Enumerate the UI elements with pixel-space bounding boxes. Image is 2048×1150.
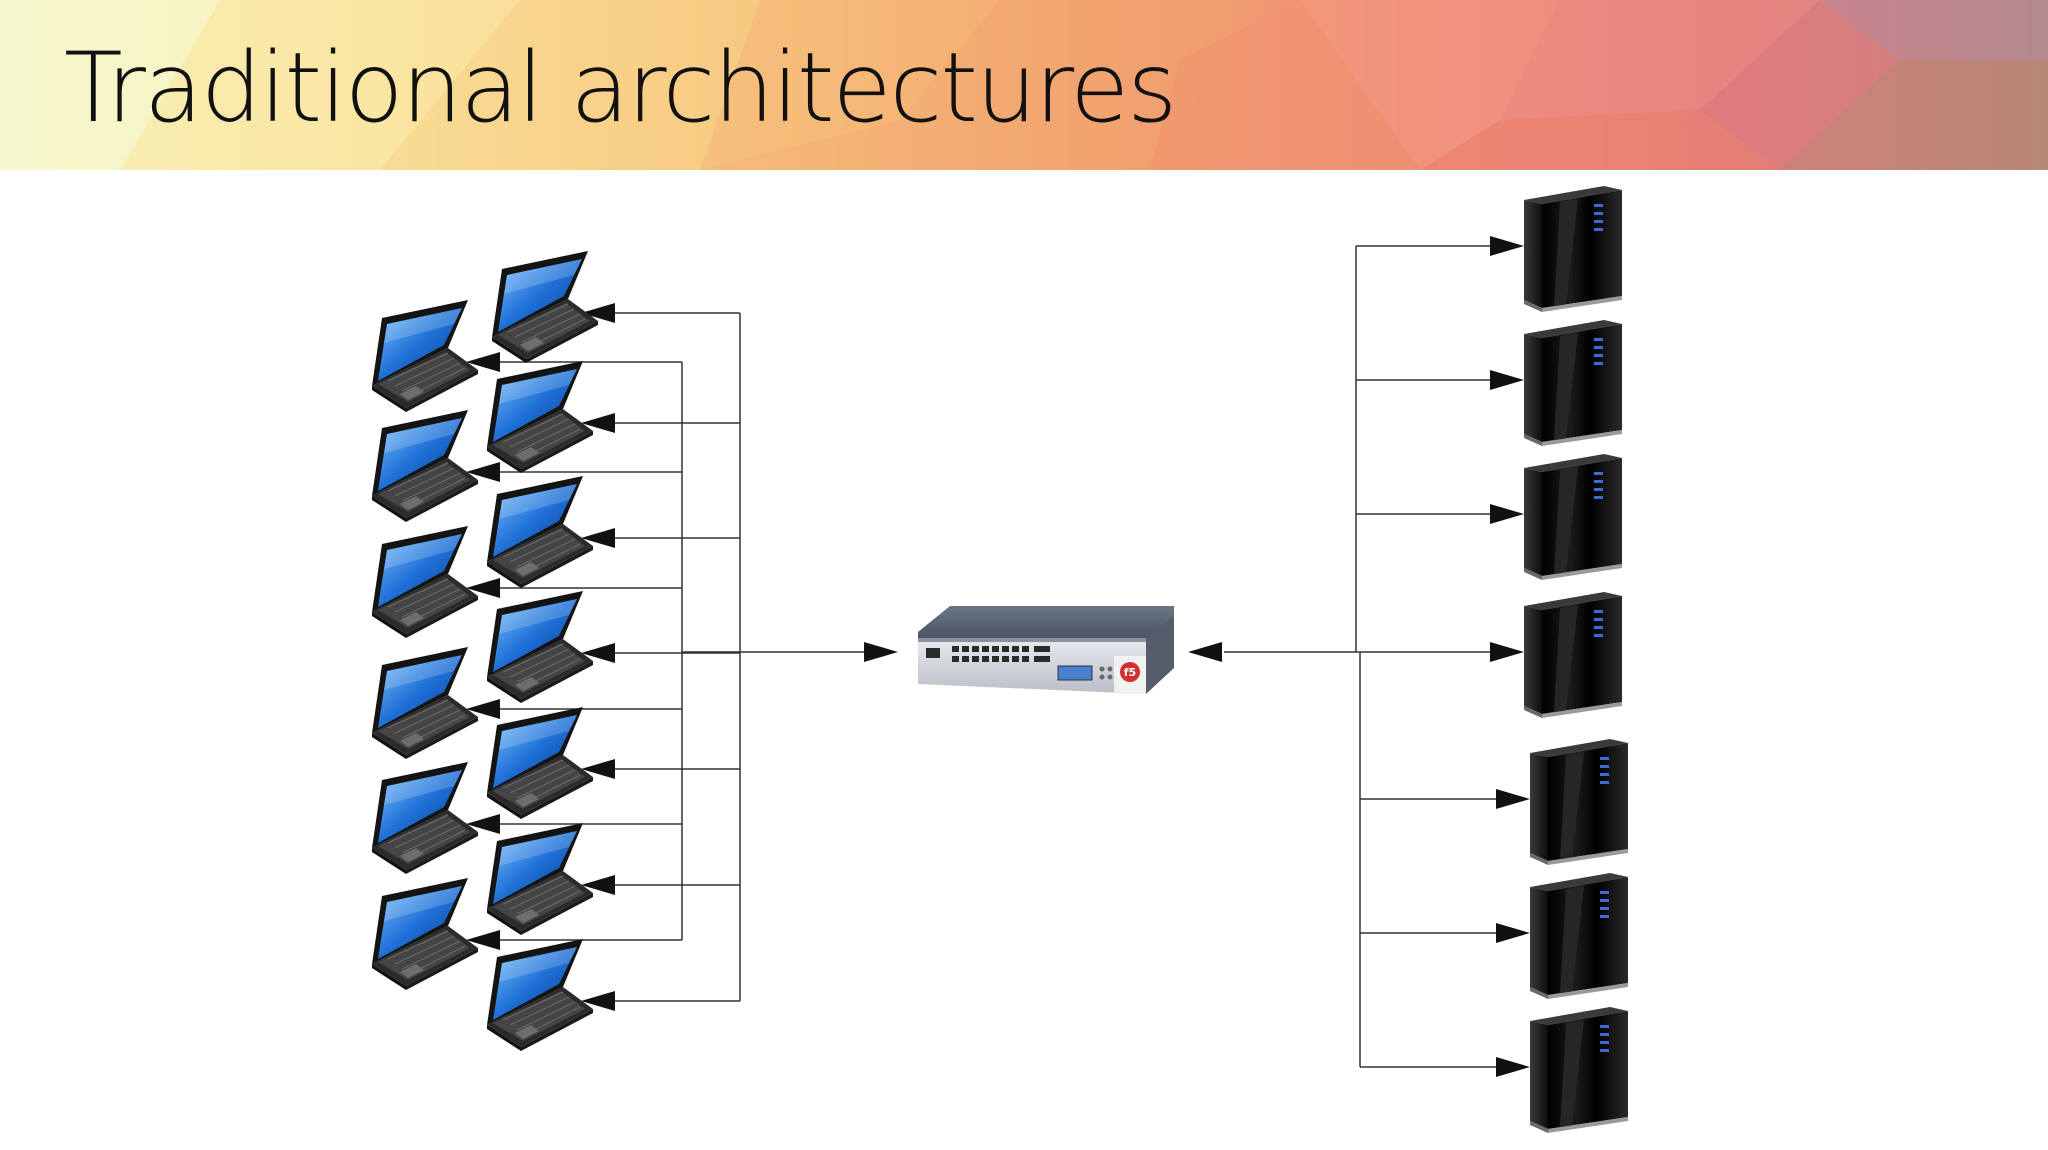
laptop-icon: [486, 360, 594, 474]
laptop-icon: [486, 475, 594, 589]
arrowhead: [1496, 789, 1530, 809]
server-icon: [1530, 739, 1628, 865]
f5-badge: f5: [1124, 666, 1136, 679]
laptop-icon: [371, 409, 479, 523]
client-laptops: [371, 250, 599, 1052]
arrowhead: [1490, 642, 1524, 662]
server-icon: [1530, 873, 1628, 999]
laptop-icon: [371, 525, 479, 639]
server-connection-lines: [1224, 245, 1500, 1068]
arrowhead-to-load-balancer-left: [864, 642, 898, 662]
server-icon: [1524, 592, 1622, 718]
laptop-icon: [486, 590, 594, 704]
laptop-icon: [486, 822, 594, 936]
arrowhead: [1496, 1057, 1530, 1077]
server-icon: [1530, 1007, 1628, 1133]
arrowhead-to-load-balancer-right: [1188, 642, 1222, 662]
backend-servers: [1524, 186, 1628, 1133]
arrowhead: [1490, 370, 1524, 390]
arrowhead: [1490, 236, 1524, 256]
server-icon: [1524, 186, 1622, 312]
laptop-icon: [371, 646, 479, 760]
low-poly-gradient-background: [0, 0, 2048, 170]
laptop-icon: [486, 938, 594, 1052]
laptop-icon: [486, 706, 594, 820]
laptop-icon: [491, 250, 599, 364]
laptop-icon: [371, 299, 479, 413]
title-banner: Traditional architectures: [0, 0, 2048, 170]
arrowhead: [1496, 923, 1530, 943]
server-icon: [1524, 320, 1622, 446]
laptop-icon: [371, 877, 479, 991]
arrowhead: [1490, 504, 1524, 524]
load-balancer-icon: f5: [918, 606, 1174, 694]
server-icon: [1524, 454, 1622, 580]
slide-title: Traditional architectures: [64, 32, 1177, 144]
laptop-icon: [371, 761, 479, 875]
